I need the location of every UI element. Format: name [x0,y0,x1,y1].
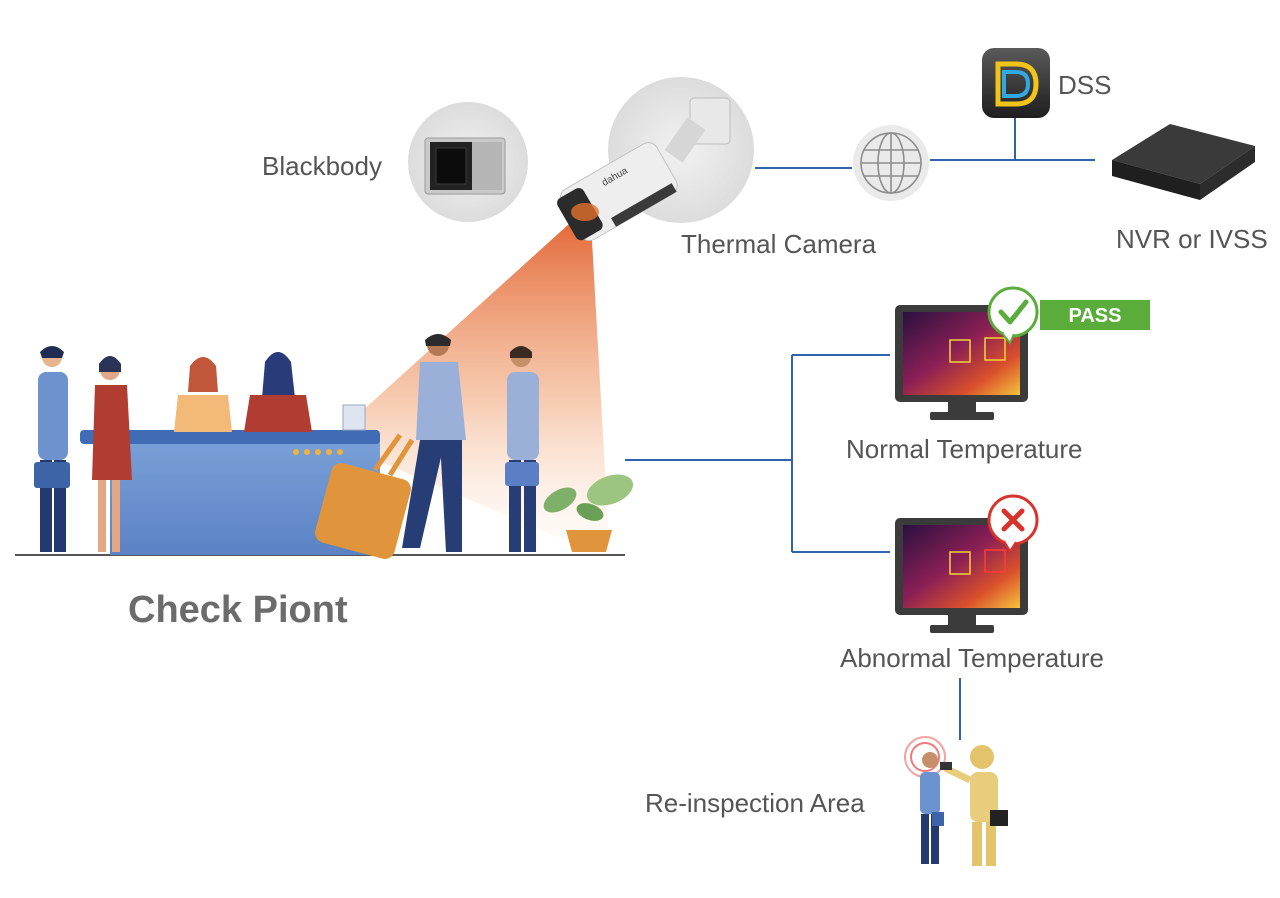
pass-check-icon [987,286,1039,345]
dss-icon [982,48,1050,118]
person-man-left [34,346,70,552]
person-standing-right [505,346,539,552]
person-woman-red [92,356,132,552]
thermal-camera-label: Thermal Camera [681,229,877,259]
abnormal-monitor-icon [895,518,1028,633]
person-walking [402,334,466,552]
plant-icon [543,474,634,552]
reinspection-label: Re-inspection Area [645,788,865,818]
dss-label: DSS [1058,70,1111,100]
checkpoint-scene [15,334,634,559]
person-receptionist-1 [174,357,232,432]
pass-label: PASS [1069,305,1122,327]
fail-x-icon [987,494,1039,553]
connection-lines [625,118,1095,740]
blackbody-label: Blackbody [262,151,382,181]
pass-tag: PASS [1040,300,1150,330]
normal-temp-label: Normal Temperature [846,434,1083,464]
blackbody-icon [408,102,528,222]
thermal-camera-icon: dahua [557,77,754,242]
nvr-icon [1112,124,1255,200]
nvr-label: NVR or IVSS [1116,224,1268,254]
globe-icon [853,125,929,201]
luggage-icon [315,433,415,559]
abnormal-temp-label: Abnormal Temperature [840,643,1104,673]
person-receptionist-2 [244,352,312,432]
reinspection-scene [904,736,1008,866]
thermal-beam [330,205,610,560]
checkpoint-title: Check Piont [128,589,348,631]
